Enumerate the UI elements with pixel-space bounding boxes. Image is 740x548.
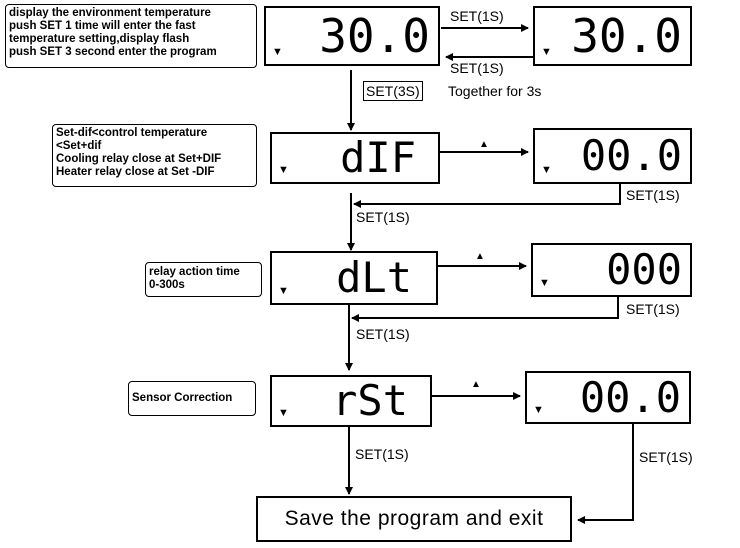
note-dlt: relay action time 0-300s: [145, 262, 262, 297]
down-indicator-icon: ▼: [541, 164, 552, 176]
down-indicator-icon: ▼: [272, 46, 283, 58]
arrow-dlt-return: [351, 294, 619, 322]
display-readout: rSt: [332, 376, 408, 425]
note-line: <Set+dif: [56, 140, 102, 152]
label-together-3s: Together for 3s: [448, 83, 542, 99]
note-line: display the environment temperature: [9, 7, 211, 19]
note-line: 0-300s: [149, 279, 185, 291]
display-readout: 30.0: [571, 9, 682, 63]
down-indicator-icon: ▼: [278, 164, 289, 176]
label-set-1s: SET(1S): [355, 446, 409, 462]
display-main-temperature: ▼ 30.0: [264, 6, 440, 66]
label-set-1s: SET(1S): [626, 187, 680, 203]
display-rst: ▼ rSt: [270, 375, 432, 427]
display-dlt-value: ▼ 000: [531, 243, 692, 297]
exit-box: Save the program and exit: [256, 496, 572, 542]
display-rst-value: ▼ 00.0: [525, 371, 691, 424]
note-line: Cooling relay close at Set+DIF: [56, 153, 222, 165]
note-line: Set-dif<control temperature: [56, 127, 208, 139]
label-set-1s: SET(1S): [450, 8, 504, 24]
note-line: temperature setting,display flash: [9, 33, 190, 45]
down-indicator-icon: ▼: [278, 285, 289, 297]
arrow-rst-to-exit: [577, 424, 634, 524]
up-indicator-icon: ▲: [471, 379, 481, 390]
display-readout: dIF: [340, 133, 416, 182]
note-dif: Set-dif<control temperature <Set+dif Coo…: [52, 124, 257, 187]
display-dif-value: ▼ 00.0: [533, 128, 692, 184]
note-line: Sensor Correction: [132, 392, 233, 404]
label-set-1s: SET(1S): [639, 449, 693, 465]
display-readout: dLt: [336, 253, 412, 302]
display-readout: 00.0: [579, 372, 681, 422]
label-set-1s: SET(1S): [450, 60, 504, 76]
note-line: push SET 1 time will enter the fast: [9, 20, 196, 32]
down-indicator-icon: ▼: [539, 277, 550, 289]
display-readout: 00.0: [580, 131, 682, 180]
label-set-1s: SET(1S): [626, 301, 680, 317]
display-dif: ▼ dIF: [270, 132, 440, 184]
label-set-1s: SET(1S): [356, 209, 410, 225]
display-fast-setting: ▼ 30.0: [533, 6, 692, 66]
label-set-3s: SET(3S): [363, 81, 423, 101]
up-indicator-icon: ▲: [475, 251, 485, 262]
down-indicator-icon: ▼: [533, 404, 544, 416]
note-rst: Sensor Correction: [128, 381, 256, 416]
note-line: Heater relay close at Set -DIF: [56, 166, 215, 178]
label-set-1s: SET(1S): [356, 326, 410, 342]
arrow-dif-return: [353, 182, 621, 208]
note-line: push SET 3 second enter the program: [9, 46, 217, 58]
up-indicator-icon: ▲: [479, 139, 489, 150]
display-readout: 30.0: [319, 9, 430, 63]
display-dlt: ▼ dLt: [270, 251, 438, 305]
note-environment-temperature: display the environment temperature push…: [5, 4, 257, 68]
down-indicator-icon: ▼: [541, 46, 552, 58]
down-indicator-icon: ▼: [278, 407, 289, 419]
note-line: relay action time: [149, 266, 240, 278]
display-readout: 000: [606, 245, 682, 294]
